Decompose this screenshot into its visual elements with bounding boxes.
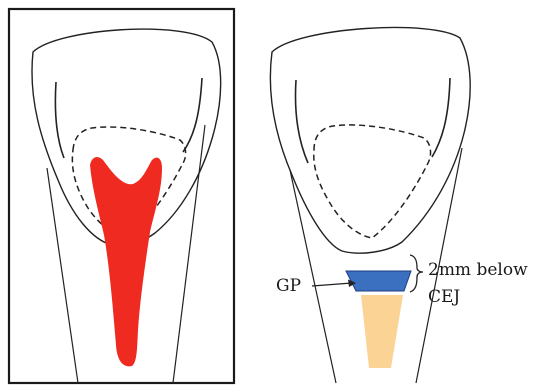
cervical-barrier bbox=[346, 271, 411, 291]
right-labial-line-mesial bbox=[296, 80, 309, 163]
gp-pointer-arrow bbox=[312, 283, 352, 286]
left-root-edge-distal bbox=[173, 125, 205, 383]
right-labial-line-distal bbox=[432, 78, 450, 157]
left-labial-line-mesial bbox=[55, 82, 64, 158]
depth-label-line1: 2mm below bbox=[428, 262, 528, 279]
gutta-percha-filling bbox=[361, 295, 403, 368]
left-panel bbox=[9, 9, 234, 383]
right-panel bbox=[270, 27, 470, 383]
stain-area bbox=[90, 157, 162, 366]
left-root-edge-mesial bbox=[47, 168, 78, 383]
gp-label: GP bbox=[276, 278, 301, 295]
depth-label-line2: CEJ bbox=[428, 289, 460, 306]
left-labial-line-distal bbox=[183, 78, 202, 152]
depth-bracket bbox=[410, 255, 423, 292]
right-pulp-chamber-outline bbox=[314, 125, 431, 238]
